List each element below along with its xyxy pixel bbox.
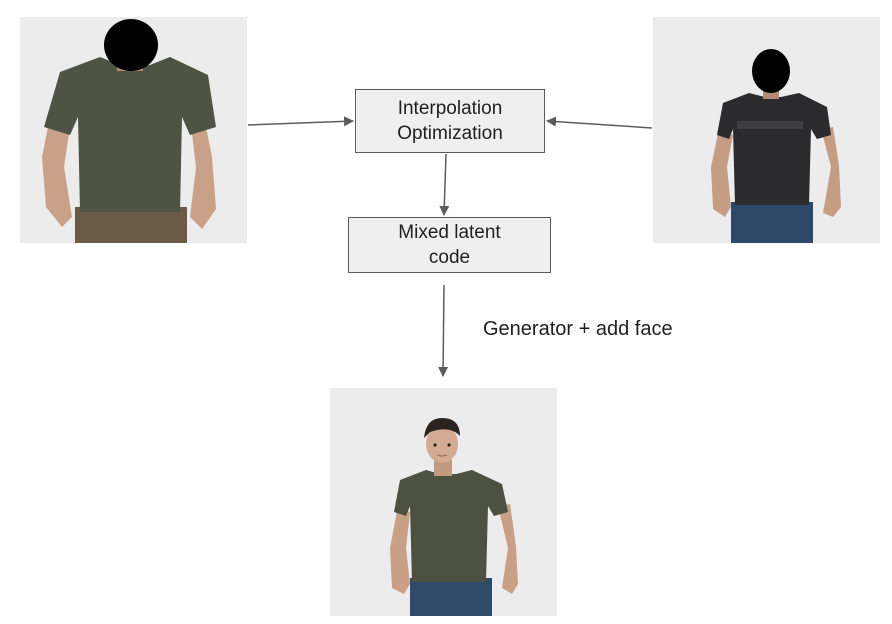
left-input-image — [20, 17, 247, 243]
arrow-left-to-interpolation — [247, 116, 354, 127]
generator-edge-label: Generator + add face — [483, 318, 673, 340]
interpolation-label-line2: Optimization — [397, 123, 503, 144]
mixed-latent-code-box: Mixed latent code — [348, 217, 551, 273]
arrow-interpolation-to-mixed — [439, 153, 450, 216]
right-input-image — [653, 17, 880, 243]
mixed-latent-label-line1: Mixed latent — [398, 222, 501, 243]
arrow-right-to-interpolation — [546, 116, 653, 129]
interpolation-optimization-box: Interpolation Optimization — [355, 89, 545, 153]
interpolation-label-line1: Interpolation — [397, 98, 503, 119]
output-person-figure — [330, 388, 557, 616]
mixed-latent-label-line2: code — [428, 247, 471, 268]
output-image — [330, 388, 557, 616]
arrow-mixed-to-output — [438, 284, 449, 377]
left-person-figure — [20, 17, 247, 243]
right-person-figure — [653, 17, 880, 243]
